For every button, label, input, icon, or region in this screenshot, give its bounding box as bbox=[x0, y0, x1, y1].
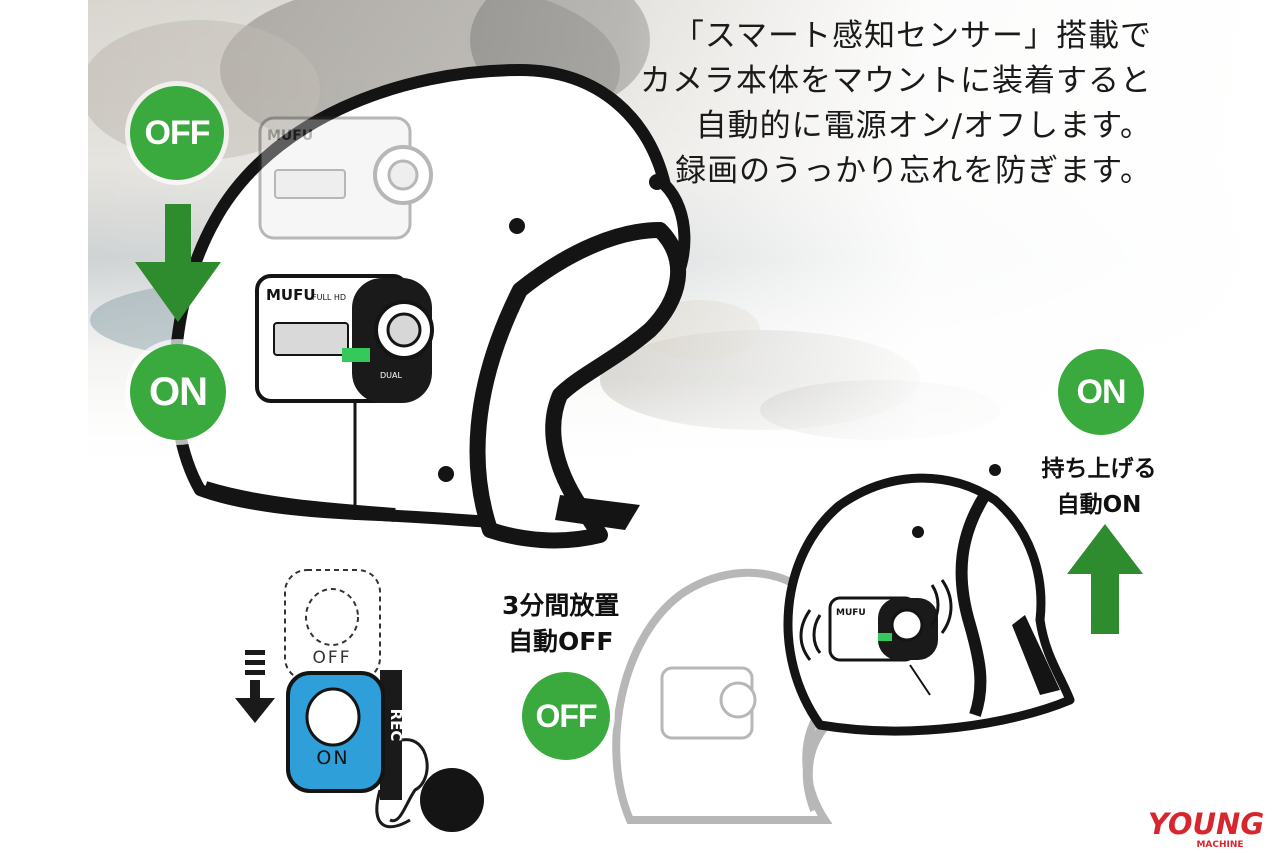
arrow-up-icon bbox=[1067, 524, 1143, 634]
headline-line-1: 「スマート感知センサー」搭載で bbox=[672, 18, 1152, 54]
switch-off-label: OFF bbox=[313, 648, 352, 668]
helmet-lifted: MUFU bbox=[783, 464, 1075, 736]
auto-off-caption-line1: 3分間放置 bbox=[502, 591, 620, 620]
headline: 「スマート感知センサー」搭載で カメラ本体をマウントに装着すると 自動的に電源オ… bbox=[640, 14, 1152, 194]
on-badge-right: ON bbox=[1058, 349, 1144, 435]
logo-sub: MACHINE bbox=[1196, 840, 1243, 850]
switch-diagram: OFF REC ON bbox=[235, 569, 484, 832]
auto-on-caption-line1: 持ち上げる bbox=[1041, 456, 1157, 482]
off-badge-left: OFF bbox=[130, 86, 224, 180]
auto-on-caption-line2: 自動ON bbox=[1056, 492, 1142, 518]
auto-off-caption-line2: 自動OFF bbox=[507, 627, 614, 656]
camera-main: MUFU FULL HD DUAL bbox=[255, 274, 434, 403]
camera-ghost-brand: MUFU bbox=[267, 128, 313, 144]
camera-ghost: MUFU bbox=[258, 116, 433, 240]
headline-line-4: 録画のうっかり忘れを防ぎます。 bbox=[675, 153, 1152, 189]
logo-brand: YOUNG bbox=[1148, 807, 1264, 841]
camera-model: FULL HD bbox=[312, 293, 346, 302]
on-badge-left: ON bbox=[130, 344, 226, 440]
young-machine-logo: YOUNG MACHINE bbox=[1148, 807, 1264, 850]
auto-on-caption: 持ち上げる 自動ON bbox=[1024, 451, 1174, 523]
switch-rec-label: REC bbox=[387, 709, 405, 742]
off-badge-bottom: OFF bbox=[522, 672, 610, 760]
camera-side-text: DUAL bbox=[380, 371, 402, 380]
camera-brand: MUFU bbox=[266, 286, 316, 304]
auto-off-caption: 3分間放置 自動OFF bbox=[502, 588, 619, 660]
arrow-down-icon bbox=[135, 204, 221, 322]
camera-small-brand: MUFU bbox=[836, 608, 866, 618]
headline-line-3: 自動的に電源オン/オフします。 bbox=[695, 108, 1152, 144]
switch-on-label: ON bbox=[316, 747, 349, 769]
headline-line-2: カメラ本体をマウントに装着すると bbox=[640, 63, 1152, 99]
